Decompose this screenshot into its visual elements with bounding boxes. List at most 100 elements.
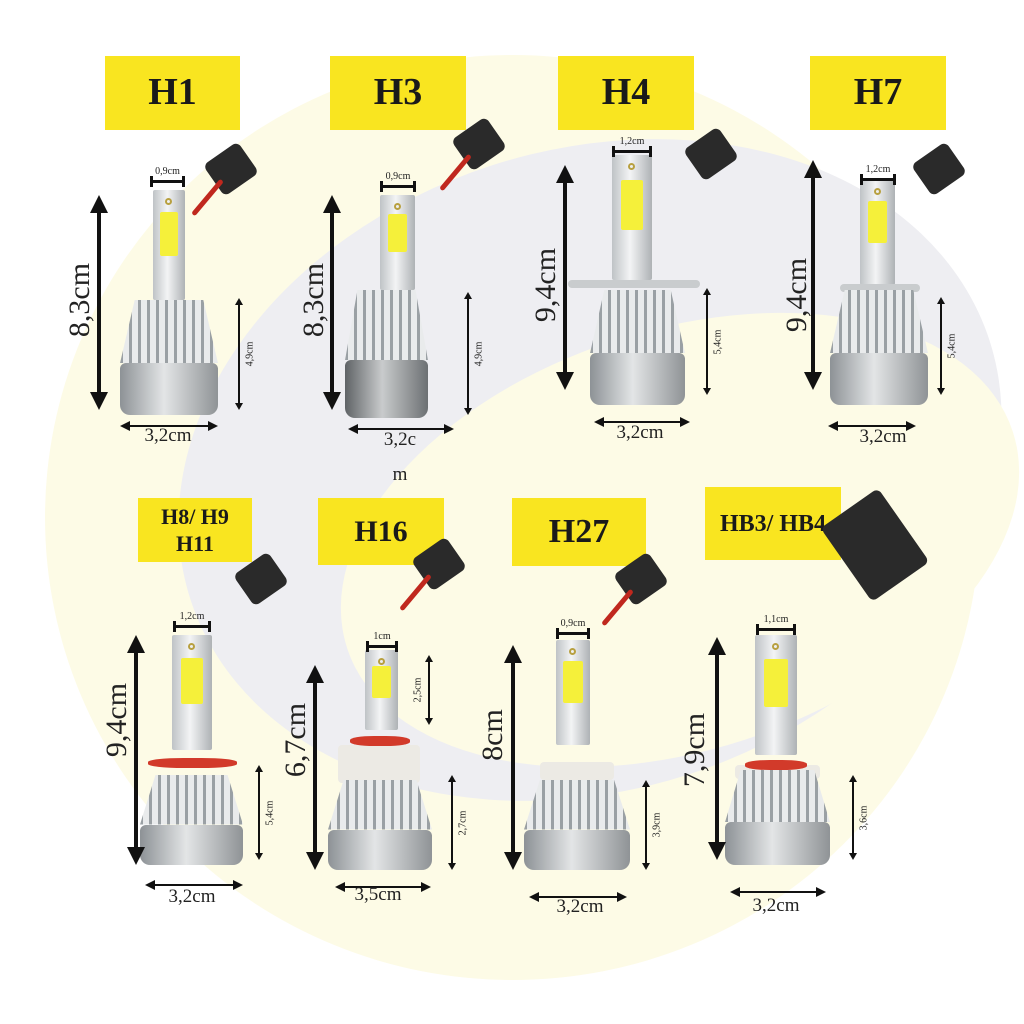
side-height-label: 4,9cm: [244, 341, 256, 367]
heatsink-fins: [590, 290, 685, 354]
bulb-base: [120, 363, 218, 415]
height-arrow: [306, 665, 324, 870]
model-label: H7: [810, 56, 946, 130]
bulb-base: [590, 353, 685, 405]
heatsink-fins: [725, 770, 830, 823]
side-height-label: 3,9cm: [651, 812, 663, 838]
top-width-bar: [150, 176, 185, 187]
top-width-label: 1cm: [373, 631, 391, 642]
width-label-suffix: m: [392, 464, 408, 485]
width-arrow: [145, 880, 243, 890]
bulb-base-collar: [540, 762, 614, 780]
chip-screw: [188, 643, 195, 650]
model-label: H1: [105, 56, 240, 130]
width-arrow: [335, 882, 431, 892]
width-label: 3,2cm: [556, 896, 604, 917]
heatsink-fins: [345, 290, 428, 361]
bulb-base: [524, 829, 630, 870]
bulb-seal-ring: [148, 758, 237, 768]
top-width-label: 0,9cm: [155, 166, 180, 177]
model-name: H3: [373, 71, 423, 114]
top-width-bar: [380, 181, 416, 192]
led-chip: [563, 661, 583, 703]
chip-screw: [772, 643, 779, 650]
top-width-bar: [556, 628, 590, 639]
side-height-arrow: [255, 765, 263, 860]
led-chip: [867, 201, 888, 243]
bulb-base: [345, 360, 428, 418]
model-name: H8/ H9: [161, 503, 229, 529]
width-arrow: [730, 887, 826, 897]
width-label: 3,2cm: [144, 425, 192, 446]
neck-height-label: 2,5cm: [412, 677, 424, 703]
model-name: H27: [548, 512, 610, 550]
top-width-bar: [860, 174, 896, 185]
side-height-arrow: [937, 297, 945, 395]
model-name: H4: [601, 71, 651, 114]
model-label: H27: [512, 498, 646, 566]
height-arrow: [556, 165, 574, 390]
bulb-base: [830, 353, 928, 405]
side-height-label: 5,4cm: [946, 333, 958, 359]
height-arrow: [708, 637, 726, 860]
height-label: 8cm: [476, 709, 509, 761]
model-name: H1: [148, 71, 197, 114]
bulb-base: [328, 829, 432, 870]
model-name: H16: [354, 514, 408, 548]
chip-screw: [873, 188, 881, 195]
height-arrow: [504, 645, 522, 870]
top-width-label: 1,2cm: [619, 136, 645, 147]
width-label: 3,2cm: [168, 886, 216, 907]
height-arrow: [323, 195, 341, 410]
top-width-bar: [612, 146, 652, 157]
bulb-flange: [840, 284, 920, 292]
bulb-flange: [568, 280, 700, 288]
side-height-label: 3,6cm: [858, 805, 870, 830]
model-name: HB3/ HB4: [719, 510, 827, 537]
width-arrow: [594, 417, 690, 427]
bulb-base: [140, 824, 243, 865]
height-label: 8,3cm: [297, 262, 330, 338]
connector-icon: [910, 141, 968, 197]
height-arrow: [127, 635, 145, 865]
height-label: 9,4cm: [780, 257, 813, 333]
height-arrow: [804, 160, 822, 390]
heatsink-fins: [120, 300, 218, 364]
led-chip: [620, 180, 644, 230]
side-height-arrow: [703, 288, 711, 395]
width-arrow: [120, 421, 218, 431]
side-height-arrow: [448, 775, 456, 870]
top-width-label: 1,1cm: [763, 614, 789, 625]
height-label: 9,4cm: [529, 247, 562, 323]
height-arrow: [90, 195, 108, 410]
model-name-line2: H11: [176, 531, 214, 556]
chip-screw: [628, 163, 635, 170]
height-label: 8,3cm: [63, 262, 96, 338]
bulb-base-collar: [338, 745, 420, 783]
width-arrow: [828, 421, 916, 431]
width-label: 3,2c: [383, 429, 417, 450]
side-height-arrow: [235, 298, 243, 410]
led-chip: [387, 214, 408, 252]
bulb-seal-ring: [350, 736, 410, 746]
chip-screw: [569, 648, 576, 655]
chip-screw: [165, 198, 172, 205]
width-label: 3,2cm: [859, 426, 907, 447]
model-label: H4: [558, 56, 694, 130]
height-label: 6,7cm: [279, 702, 312, 778]
model-label: H3: [330, 56, 466, 130]
height-label: 7,9cm: [678, 712, 711, 788]
chip-screw: [377, 658, 385, 665]
top-width-label: 0,9cm: [385, 171, 411, 182]
top-width-bar: [173, 621, 211, 632]
width-label: 3,5cm: [354, 884, 402, 905]
model-label: HB3/ HB4: [705, 487, 841, 560]
top-width-bar: [756, 624, 796, 635]
side-height-arrow: [642, 780, 650, 870]
width-label: 3,2cm: [752, 895, 800, 916]
height-label: 9,4cm: [100, 682, 133, 758]
width-label: 3,2cm: [616, 422, 664, 443]
led-chip: [764, 659, 788, 707]
side-height-label: 5,4cm: [712, 329, 724, 354]
